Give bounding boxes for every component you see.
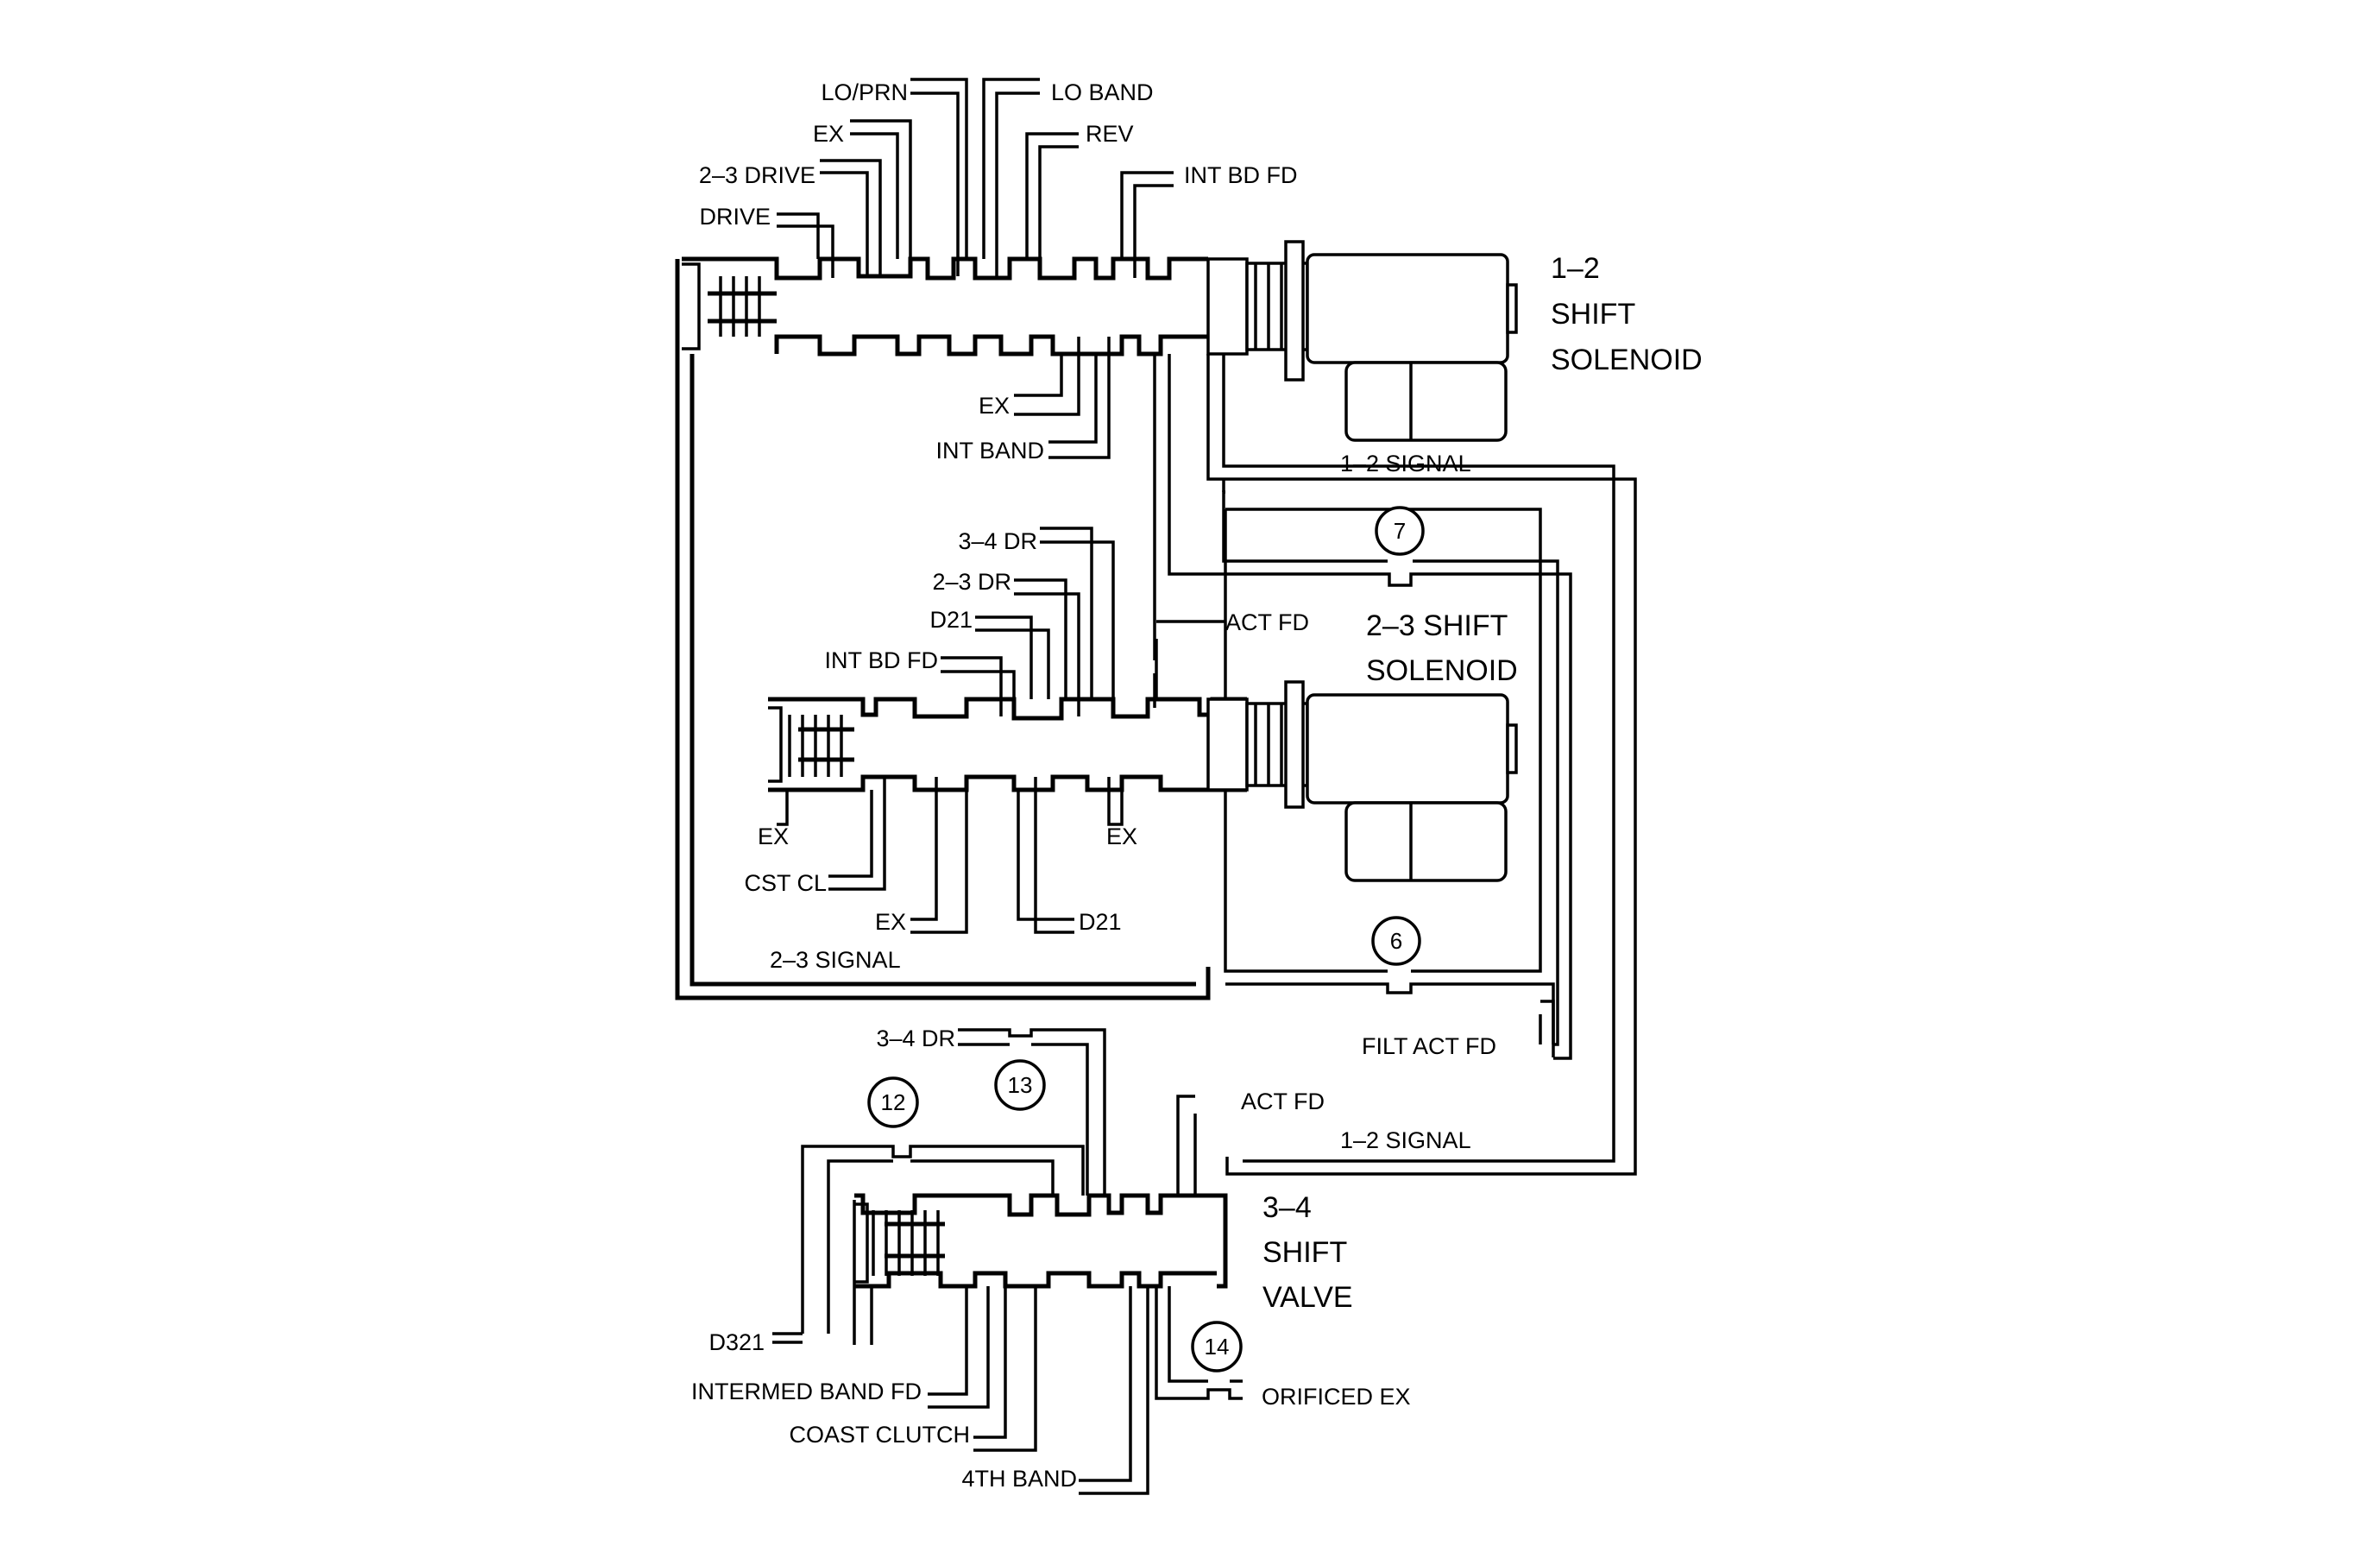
orifice-14-label: 14 <box>1205 1334 1230 1360</box>
label-int-band: INT BAND <box>935 438 1044 464</box>
passages <box>1153 354 1637 1176</box>
label-int-bd-fd-top: INT BD FD <box>1184 162 1298 188</box>
orifice-14: 14 <box>1191 1321 1243 1373</box>
valve-3-4-title-3: VALVE <box>1262 1281 1353 1314</box>
solenoid-1-2-title-3: SOLENOID <box>1551 344 1703 376</box>
label-filt-act-fd: FILT ACT FD <box>1362 1033 1496 1059</box>
label-coast-clutch: COAST CLUTCH <box>789 1422 970 1448</box>
label-rev: REV <box>1086 121 1134 147</box>
orifice-13: 13 <box>994 1059 1046 1111</box>
label-act-fd-mid: ACT FD <box>1225 609 1309 635</box>
orifice-7-label: 7 <box>1394 518 1406 544</box>
valve-2-3-body <box>768 680 1518 882</box>
label-ex-top: EX <box>813 121 844 147</box>
label-4th-band: 4TH BAND <box>961 1466 1077 1492</box>
label-2-3-signal: 2–3 SIGNAL <box>770 947 901 973</box>
valve-1-2-leaders <box>777 78 1174 459</box>
valve-1-2-body <box>675 240 1518 1000</box>
valve-3-4-title-1: 3–4 <box>1262 1191 1312 1224</box>
orifice-6: 6 <box>1371 916 1421 966</box>
valve-3-4-leaders <box>928 1028 1243 1495</box>
label-cst-cl: CST CL <box>744 870 827 896</box>
label-2-3-drive: 2–3 DRIVE <box>699 162 815 188</box>
orifice-12-label: 12 <box>881 1089 906 1115</box>
orifice-12: 12 <box>867 1076 919 1128</box>
label-3-4-dr-upper: 3–4 DR <box>958 528 1037 554</box>
valve-3-4-body <box>772 1145 1228 1345</box>
label-ex-2-3-right: EX <box>1106 824 1137 849</box>
label-lo-band: LO BAND <box>1051 79 1154 105</box>
orifice-13-label: 13 <box>1008 1072 1033 1098</box>
solenoid-2-3-title-1: 2–3 SHIFT <box>1366 609 1508 642</box>
label-act-fd-lower: ACT FD <box>1241 1089 1325 1114</box>
orifice-7: 7 <box>1375 506 1425 556</box>
label-lo-prn: LO/PRN <box>821 79 908 105</box>
solenoid-1-2-title-1: 1–2 <box>1551 252 1600 285</box>
label-1-2-signal-top: 1–2 SIGNAL <box>1340 451 1471 476</box>
label-ex-1-2-bottom: EX <box>979 393 1010 419</box>
label-ex-2-3-mid: EX <box>875 909 906 935</box>
label-orificed-ex: ORIFICED EX <box>1262 1384 1411 1410</box>
solenoid-2-3-title-2: SOLENOID <box>1366 654 1518 687</box>
label-d21-upper: D21 <box>929 607 973 633</box>
label-int-bd-fd-mid: INT BD FD <box>824 647 938 673</box>
label-d21-lower: D21 <box>1079 909 1122 935</box>
solenoid-1-2-title-2: SHIFT <box>1551 298 1635 331</box>
filt-act-fd-lines <box>1539 1000 1555 1057</box>
label-drive: DRIVE <box>699 204 771 230</box>
label-1-2-signal-lower: 1–2 SIGNAL <box>1340 1127 1471 1153</box>
label-ex-2-3-left: EX <box>758 824 789 849</box>
label-d321: D321 <box>708 1329 765 1355</box>
valve-3-4-title-2: SHIFT <box>1262 1236 1347 1269</box>
orifice-6-label: 6 <box>1390 928 1402 954</box>
valve-2-3-leaders <box>777 527 1225 934</box>
label-intermed-band-fd: INTERMED BAND FD <box>691 1379 922 1404</box>
label-2-3-dr: 2–3 DR <box>932 569 1011 595</box>
label-3-4-dr-lower: 3–4 DR <box>876 1025 955 1051</box>
